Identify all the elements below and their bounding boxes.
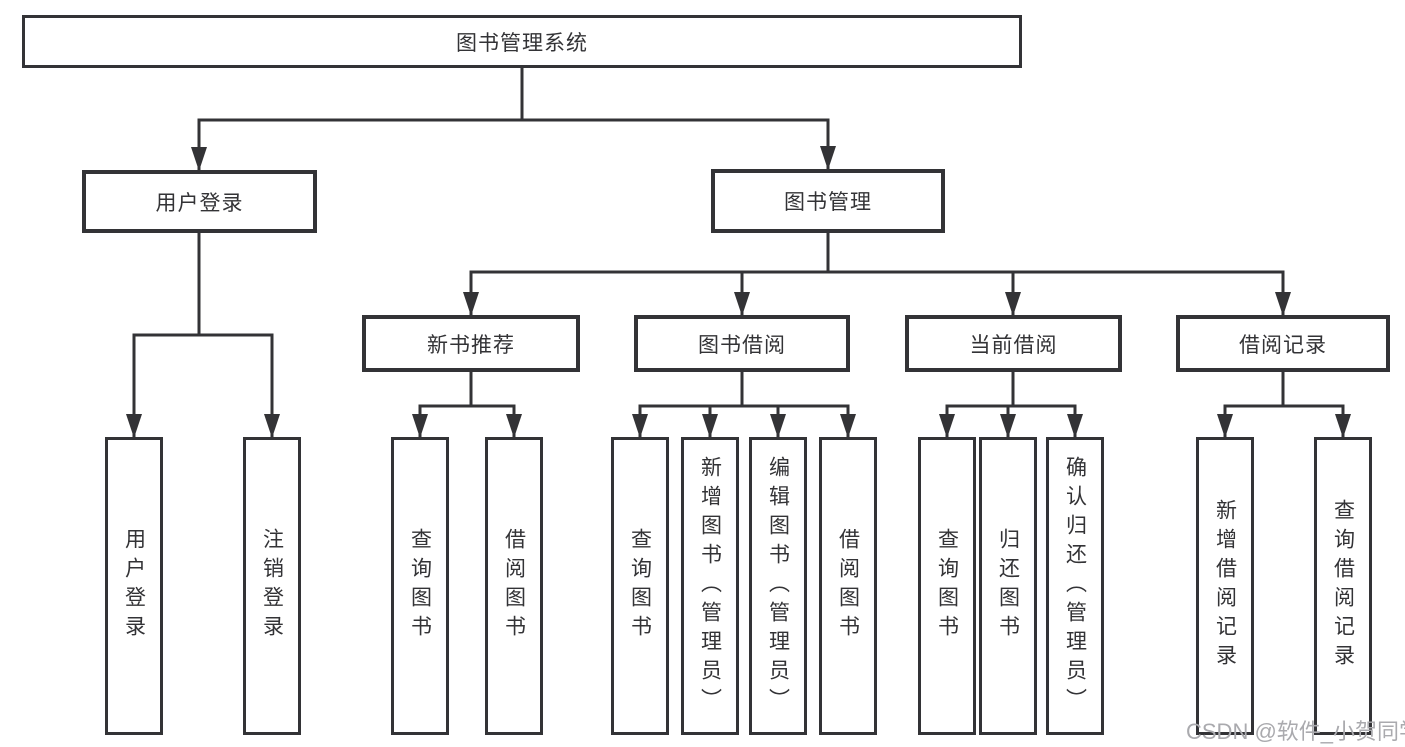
leaf-add-borrow-record: 新增借阅记录: [1196, 437, 1254, 735]
node-book-borrow: 图书借阅: [634, 315, 850, 372]
leaf-confirm-return-admin: 确认归还（管理员）: [1046, 437, 1104, 735]
leaf-label: 编辑图书（管理员）: [766, 455, 790, 717]
leaf-label: 新增借阅记录: [1213, 499, 1237, 673]
leaf-query-books-recommend: 查询图书: [391, 437, 449, 735]
node-user-login: 用户登录: [82, 170, 317, 233]
leaf-edit-books-admin: 编辑图书（管理员）: [749, 437, 807, 735]
leaf-logout: 注销登录: [243, 437, 301, 735]
leaf-label: 查询图书: [628, 528, 652, 644]
leaf-borrow-books: 借阅图书: [819, 437, 877, 735]
leaf-label: 归还图书: [996, 528, 1020, 644]
leaf-label: 借阅图书: [836, 528, 860, 644]
leaf-label: 查询图书: [935, 528, 959, 644]
leaf-label: 查询借阅记录: [1331, 499, 1355, 673]
csdn-watermark: CSDN @软件_小贺同学: [1186, 719, 1405, 744]
node-library-management-system: 图书管理系统: [22, 15, 1022, 68]
leaf-return-books: 归还图书: [979, 437, 1037, 735]
leaf-label: 确认归还（管理员）: [1063, 455, 1087, 717]
leaf-query-borrow-record: 查询借阅记录: [1314, 437, 1372, 735]
leaf-user-login: 用户登录: [105, 437, 163, 735]
leaf-label: 借阅图书: [502, 528, 526, 644]
leaf-label: 注销登录: [260, 528, 284, 644]
node-book-management: 图书管理: [711, 169, 945, 233]
leaf-query-books-borrow: 查询图书: [611, 437, 669, 735]
leaf-label: 查询图书: [408, 528, 432, 644]
node-current-borrow: 当前借阅: [905, 315, 1122, 372]
leaf-label: 新增图书（管理员）: [698, 455, 722, 717]
leaf-label: 用户登录: [122, 528, 146, 644]
node-new-book-recommend: 新书推荐: [362, 315, 580, 372]
leaf-add-books-admin: 新增图书（管理员）: [681, 437, 739, 735]
node-borrow-records: 借阅记录: [1176, 315, 1390, 372]
leaf-borrow-books-recommend: 借阅图书: [485, 437, 543, 735]
leaf-query-books-current: 查询图书: [918, 437, 976, 735]
